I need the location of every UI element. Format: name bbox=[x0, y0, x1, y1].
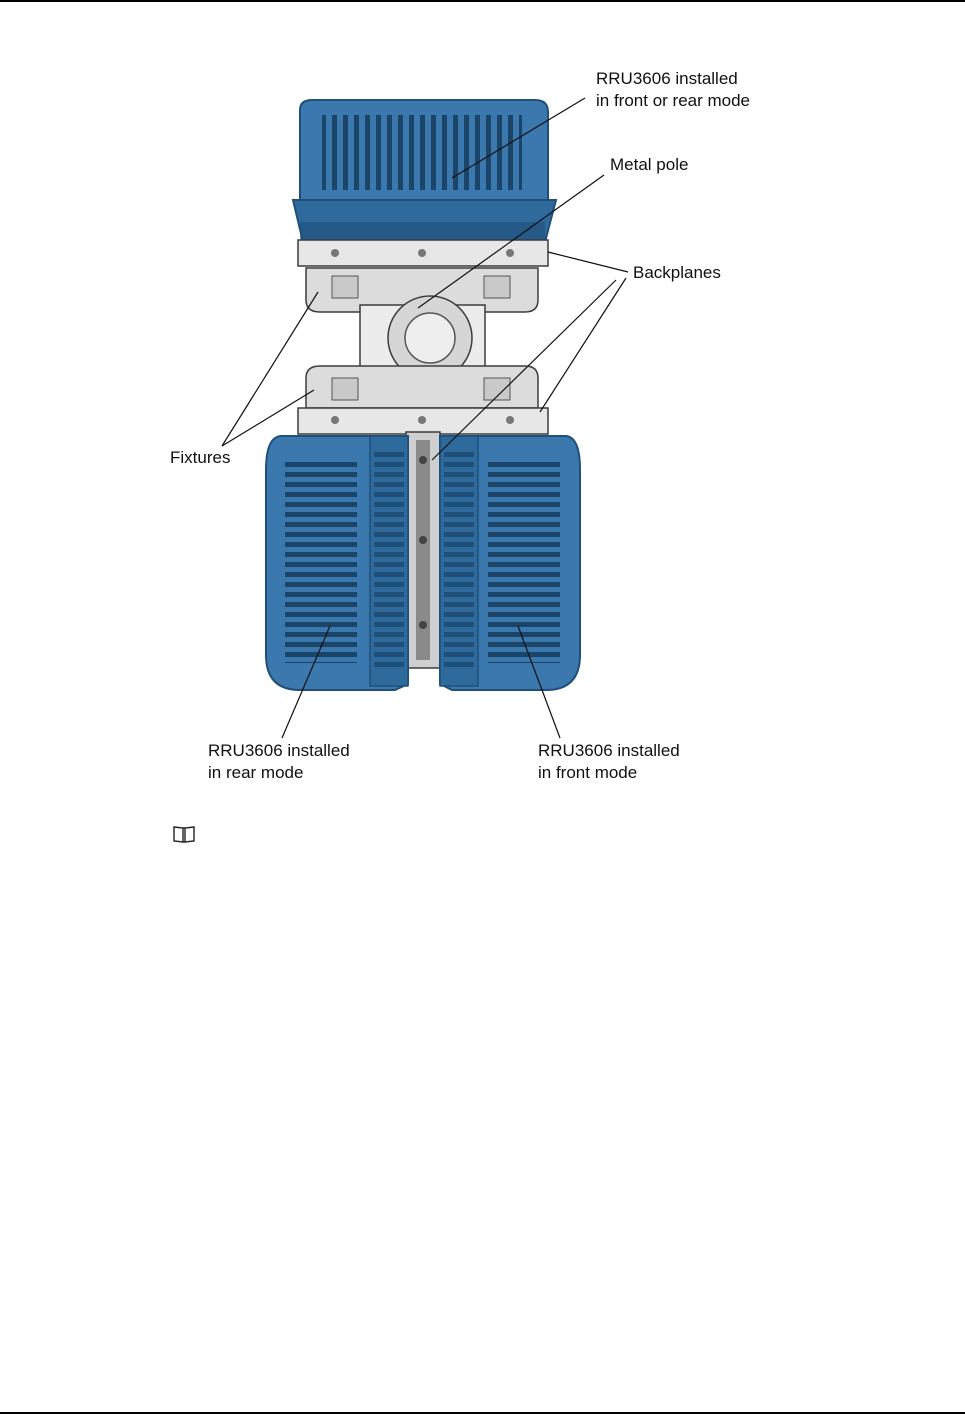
rru-front-unit bbox=[440, 436, 580, 690]
label-rru-top-line2: in front or rear mode bbox=[596, 90, 750, 112]
fixture-bottom bbox=[306, 366, 538, 408]
label-rru-front-line2: in front mode bbox=[538, 762, 680, 784]
label-rru-top: RRU3606 installed in front or rear mode bbox=[596, 68, 750, 112]
label-rru-front-line1: RRU3606 installed bbox=[538, 740, 680, 762]
label-rru-rear-line1: RRU3606 installed bbox=[208, 740, 350, 762]
label-fixtures: Fixtures bbox=[170, 447, 230, 469]
label-rru-rear-line2: in rear mode bbox=[208, 762, 350, 784]
center-rail bbox=[406, 432, 440, 668]
label-rru-top-line1: RRU3606 installed bbox=[596, 68, 750, 90]
backplane-top bbox=[298, 240, 548, 266]
label-backplanes: Backplanes bbox=[633, 262, 721, 284]
rru-rear-unit bbox=[266, 436, 408, 690]
label-rru-front: RRU3606 installed in front mode bbox=[538, 740, 680, 784]
backplane-bottom bbox=[298, 408, 548, 434]
label-metal-pole: Metal pole bbox=[610, 154, 688, 176]
rru-top-unit bbox=[293, 100, 556, 242]
book-icon bbox=[172, 824, 196, 844]
label-rru-rear: RRU3606 installed in rear mode bbox=[208, 740, 350, 784]
